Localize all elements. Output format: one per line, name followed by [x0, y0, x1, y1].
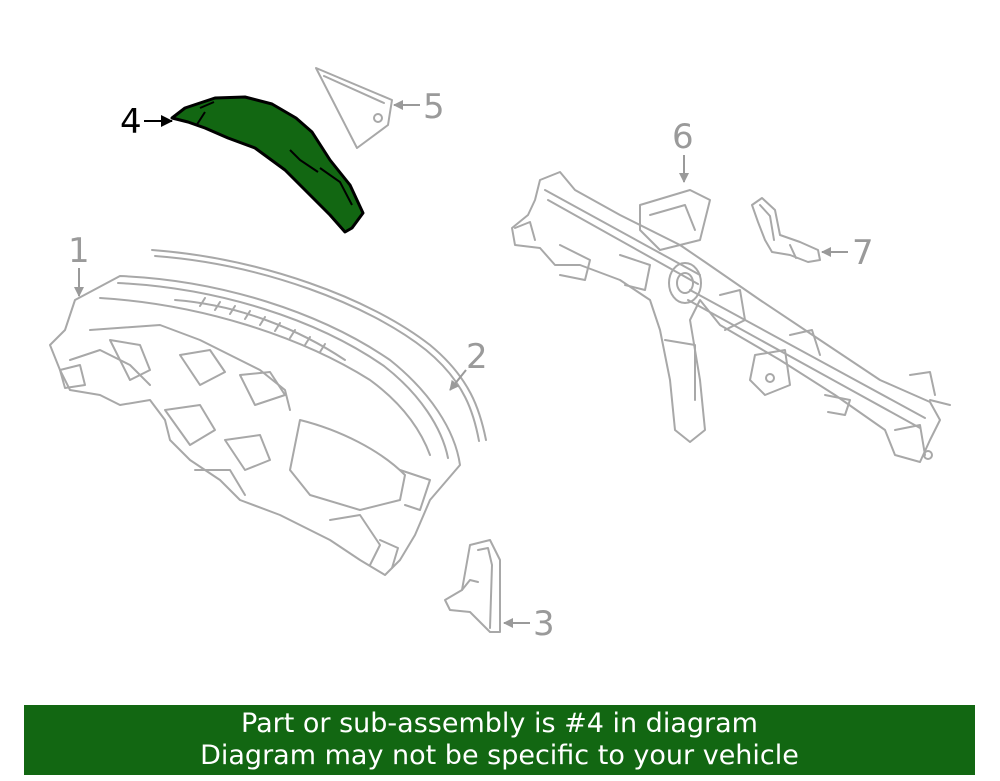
- part-7-bracket: [751, 197, 821, 263]
- part-6-cross-beam: [511, 171, 951, 463]
- callout-3: 3: [533, 604, 555, 644]
- part-4-highlighted-trim: [170, 95, 365, 234]
- callout-1: 1: [68, 231, 90, 271]
- part-2-trim-strip: [151, 249, 487, 442]
- part-1-instrument-panel: [49, 275, 461, 576]
- info-banner: Part or sub-assembly is #4 in diagram Di…: [24, 705, 975, 775]
- callout-7: 7: [852, 233, 874, 273]
- part-5-cover: [315, 67, 393, 149]
- callout-6: 6: [672, 117, 694, 157]
- banner-line-2: Diagram may not be specific to your vehi…: [200, 740, 799, 771]
- part-3-bracket: [444, 539, 501, 633]
- callout-4: 4: [120, 102, 142, 142]
- leader-2: [449, 369, 467, 391]
- callout-5: 5: [423, 87, 445, 127]
- callout-2: 2: [466, 337, 488, 377]
- parts-diagram: 1 2 3 4 5 6 7: [49, 67, 951, 644]
- banner-line-1: Part or sub-assembly is #4 in diagram: [241, 708, 758, 739]
